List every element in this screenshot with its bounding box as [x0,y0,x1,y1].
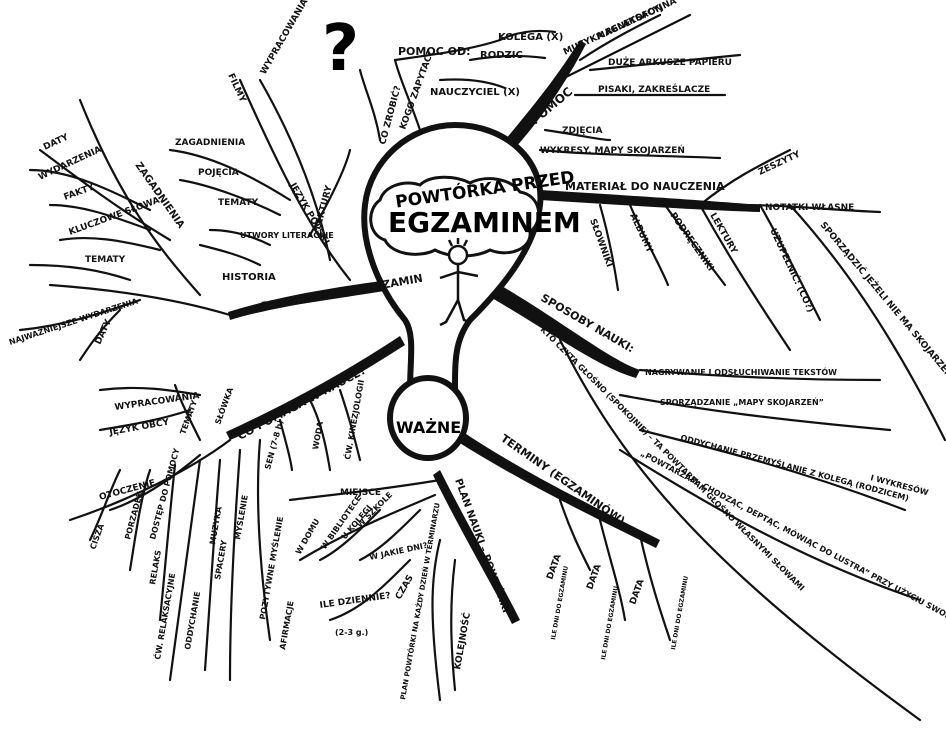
helps-item-14: POZYTYWNE MYŚLENIE [256,516,285,621]
deadlines-item-5: ILE DNI DO EGZAMINU [600,585,620,660]
plan-item-10: PLAN POWTÓRKI NA KAŻDY DZIEŃ W TERMINARZ… [398,502,442,701]
polish-item-7: UTWORY LITERACKIE [240,231,334,240]
history-item-8: DATY [94,318,114,347]
helps-item-7: DOSTĘP DO POMOCY [148,447,181,540]
history-item-2: DATY [42,132,71,152]
history-item-4: FAKTY [63,182,97,202]
helps-item-4: OTOCZENIE [98,478,156,503]
center-title-line2: EGZAMINEM [388,206,581,239]
history-item-6: TEMATY [85,255,126,265]
helps-item-19: SŁÓWKA [212,385,236,426]
help-item-4: PISAKI, ZAKREŚLACZE [598,83,710,95]
asking-item-1: KOLEGA (X) [498,32,563,43]
help-item-3: DUŻE ARKUSZE PAPIERU [608,57,732,68]
plan-item-7: CZAS [394,573,416,601]
methods-item-2: SPORZĄDZANIE „MAPY SKOJARZEŃ” [660,396,824,407]
plan-label: PLAN NAUKI – POWTÓRKI [452,477,513,615]
material-item-9: ZDJĘCIA [562,126,602,136]
history-label: HISTORIA [222,272,276,283]
branch-labels: POMOC OD: KOLEGA (X) RODZIC NAUCZYCIEL (… [8,0,946,700]
methods-item-1: NAGRYWANIE I ODSŁUCHIWANIE TEKSTÓW [645,366,837,377]
plan-item-9: (2-3 g.) [335,628,368,637]
helps-item-10: ODDYCHANIE [183,591,202,651]
polish-item-5: POJĘCIA [198,168,239,178]
helps-item-15: AFIRMACJE [278,600,295,650]
helps-item-8: RELAKS [148,549,163,585]
deadlines-item-3: DATA [628,578,646,606]
helps-item-12: MUZYKA [208,505,224,545]
material-item-6: LEKTURY [707,212,739,257]
helps-item-3: ĆW. KINEZJOLOGII [341,379,366,461]
material-item-4: ALBUMY [627,212,654,255]
svg-text:?: ? [322,12,359,86]
asking-item-2: RODZIC [480,50,523,61]
history-item-7: NAJWAŻNIEJSZE WYDARZENIA [8,295,140,346]
asking-also: CO ZROBIĆ? [376,84,403,146]
plan-item-6: W JAKIE DNI? [369,541,429,562]
material-item-2: NOTATKI WŁASNE [765,203,854,213]
question-mark-icon: ? [322,12,359,86]
material-item-10: WYKRESY, MAPY SKOJARZEŃ [540,144,685,156]
history-item-5: KLUCZOWE SŁOWA [68,196,161,238]
asking-item-3: NAUCZYCIEL (X) [430,87,520,98]
helps-item-16: JĘZYK OBCY [108,418,171,439]
plan-item-11: KOLEJNOŚĆ [451,611,473,670]
material-item-8: SPORZĄDZIĆ JEŻELI NIE MA SKOJARZEŃ [818,219,946,380]
polish-item-4: ZAGADNIENIA [175,138,245,148]
important-label: WAŻNE [396,418,461,437]
plan-item-1: MIEJSCE [340,488,381,498]
polish-item-6: TEMATY [218,198,259,208]
material-item-7: UZUPEŁNIĆ: (CO?) [767,226,817,314]
helps-item-13: MYŚLENIE [231,494,250,540]
material-label: MATERIAŁ DO NAUCZENIA [565,180,725,193]
polish-item-2: WYPRACOWANIA [259,0,310,77]
help-item-2: MAGNETOFON [595,3,665,43]
deadlines-label: TERMINY (EGZAMINÓW) [498,432,627,528]
deadlines-item-6: ILE DNI DO EGZAMINU [670,575,690,650]
